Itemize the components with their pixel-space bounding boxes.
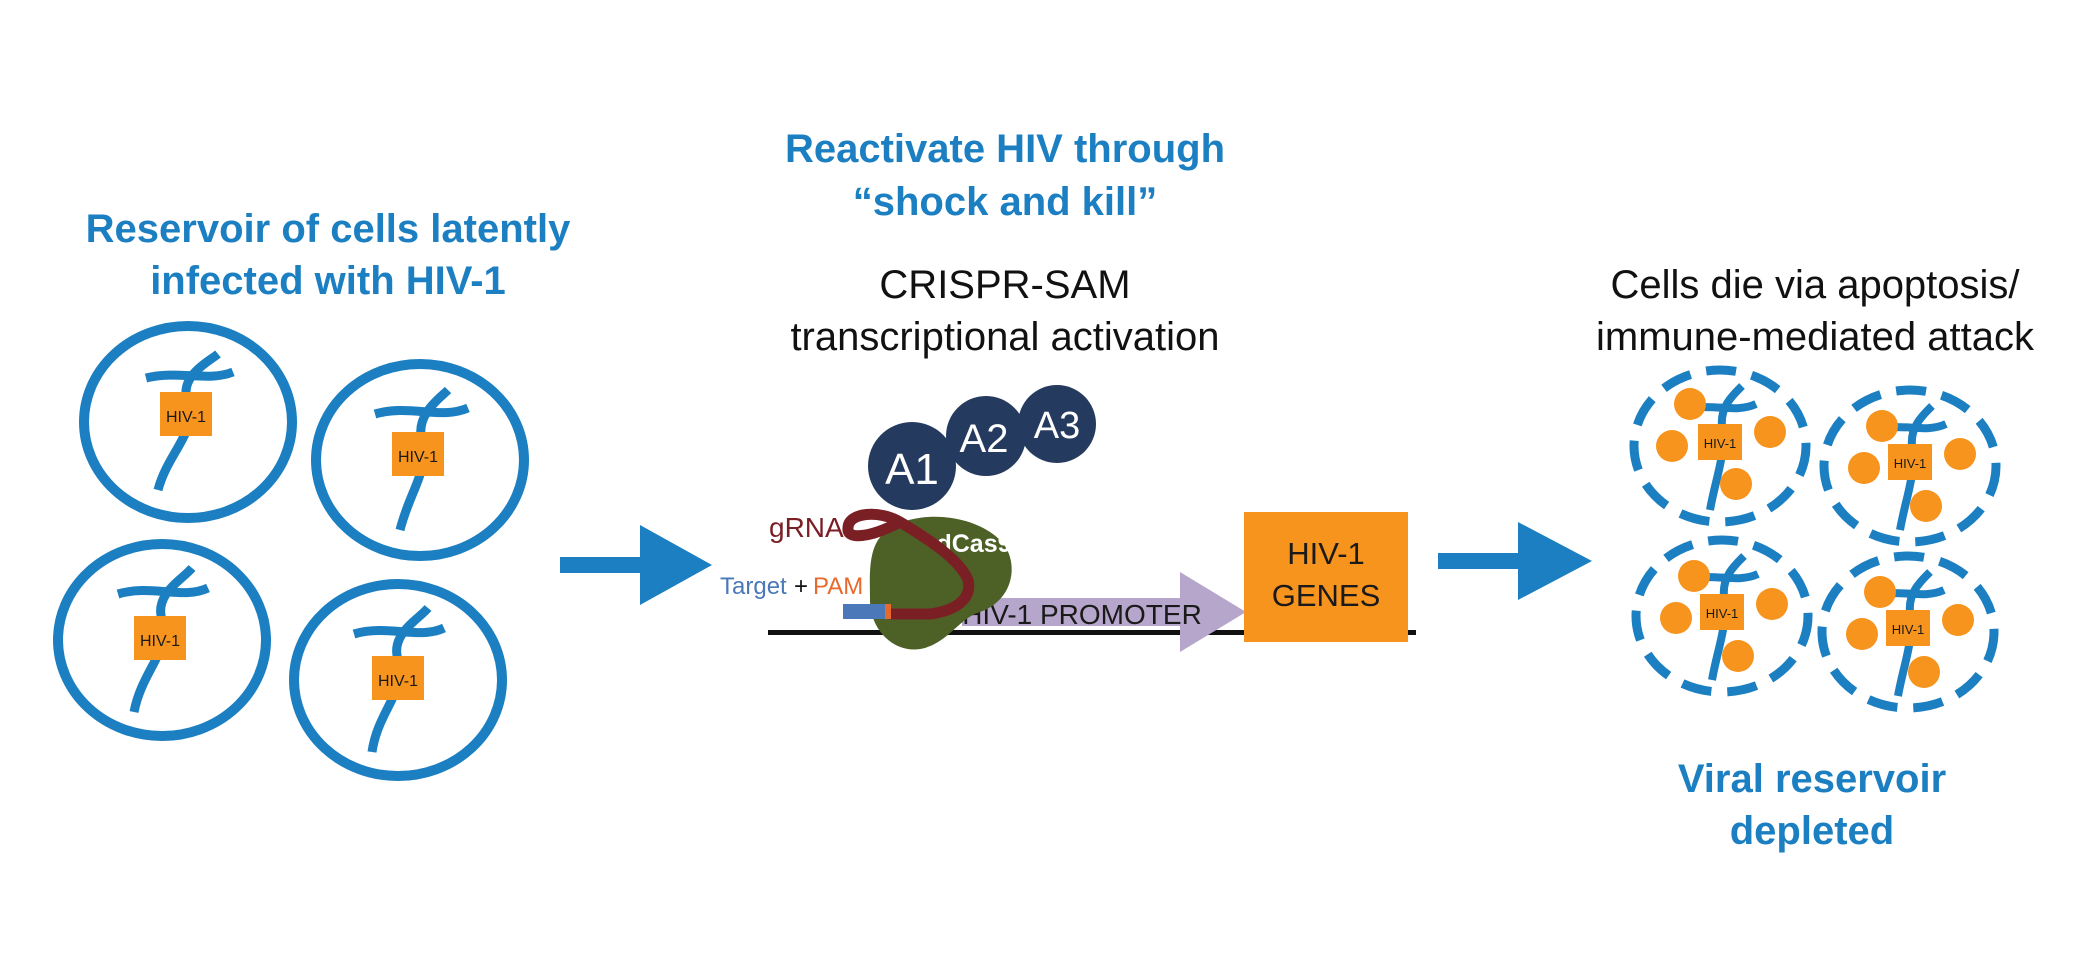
apoptotic-body bbox=[1846, 618, 1878, 650]
hiv-provirus-box bbox=[392, 432, 444, 476]
plus-label: + bbox=[794, 573, 808, 600]
dna-strand bbox=[116, 583, 210, 599]
hiv-label: HIV-1 bbox=[166, 409, 206, 426]
genes-label-line1: HIV-1 bbox=[1287, 536, 1365, 571]
activator-a1 bbox=[868, 422, 956, 510]
left-title-line1: Reservoir of cells latently bbox=[86, 207, 571, 251]
fragmented-membrane bbox=[1817, 551, 1999, 713]
middle-heading-line1: Reactivate HIV through bbox=[785, 127, 1225, 171]
grna-strand bbox=[842, 508, 975, 620]
apoptotic-body bbox=[1656, 430, 1688, 462]
arrow-middle-to-right bbox=[1438, 522, 1592, 600]
activator-a1-label: A1 bbox=[885, 445, 939, 494]
genes-label-line2: GENES bbox=[1272, 578, 1381, 613]
hiv-provirus-box bbox=[134, 616, 186, 660]
dying-cell: HIV-1 bbox=[1819, 385, 2001, 547]
middle-subheading-line1: CRISPR-SAM bbox=[879, 263, 1130, 307]
hiv-provirus-box bbox=[372, 656, 424, 700]
activator-a3-label: A3 bbox=[1034, 405, 1080, 447]
apoptotic-body bbox=[1944, 438, 1976, 470]
activator-a3 bbox=[1018, 385, 1096, 463]
hiv-provirus-box bbox=[1886, 610, 1930, 646]
middle-panel: Reactivate HIV through “shock and kill” … bbox=[720, 127, 1416, 652]
apoptotic-body bbox=[1864, 576, 1896, 608]
arrow-shaft bbox=[1438, 553, 1528, 569]
apoptotic-body bbox=[1754, 416, 1786, 448]
hiv-provirus-box bbox=[1888, 444, 1932, 480]
dna-strand bbox=[352, 623, 446, 639]
activator-a2 bbox=[946, 396, 1026, 476]
target-sequence bbox=[843, 604, 885, 619]
promoter-arrow bbox=[962, 572, 1246, 652]
arrow-head bbox=[640, 525, 712, 605]
hiv-label: HIV-1 bbox=[378, 673, 418, 690]
hiv-provirus-box bbox=[160, 392, 212, 436]
dying-cell: HIV-1 bbox=[1817, 551, 1999, 713]
apoptotic-body bbox=[1866, 410, 1898, 442]
hiv-label: HIV-1 bbox=[1892, 622, 1925, 637]
cell-membrane bbox=[53, 539, 271, 741]
dying-cell: HIV-1 bbox=[1629, 365, 1811, 527]
arrow-head bbox=[1518, 522, 1592, 600]
arrow-left-to-middle bbox=[560, 525, 712, 605]
pam-label: PAM bbox=[813, 573, 863, 600]
activator-a2-label: A2 bbox=[960, 417, 1009, 461]
cell-membrane bbox=[289, 579, 507, 781]
apoptotic-body bbox=[1942, 604, 1974, 636]
pam-sequence bbox=[885, 604, 891, 619]
apoptotic-body bbox=[1678, 560, 1710, 592]
right-title-line2: immune-mediated attack bbox=[1596, 315, 2035, 359]
right-panel: Cells die via apoptosis/ immune-mediated… bbox=[1596, 263, 2035, 853]
latent-cell: HIV-1 bbox=[79, 321, 297, 523]
right-title-line1: Cells die via apoptosis/ bbox=[1610, 263, 2020, 307]
fragmented-membrane bbox=[1819, 385, 2001, 547]
apoptotic-body bbox=[1756, 588, 1788, 620]
hiv-label: HIV-1 bbox=[1704, 436, 1737, 451]
cell-membrane bbox=[311, 359, 529, 561]
grna-label: gRNA bbox=[769, 512, 844, 543]
target-label: Target bbox=[720, 573, 787, 600]
middle-heading-line2: “shock and kill” bbox=[853, 180, 1158, 224]
grna-loop bbox=[842, 517, 903, 542]
left-title-line2: infected with HIV-1 bbox=[150, 259, 506, 303]
apoptotic-body bbox=[1910, 490, 1942, 522]
apoptotic-body bbox=[1674, 388, 1706, 420]
middle-subheading-line2: transcriptional activation bbox=[790, 315, 1219, 359]
dna-strand bbox=[144, 367, 235, 383]
hiv-label: HIV-1 bbox=[140, 633, 180, 650]
hiv-label: HIV-1 bbox=[1706, 606, 1739, 621]
hiv-label: HIV-1 bbox=[398, 449, 438, 466]
apoptotic-body bbox=[1660, 602, 1692, 634]
dna-baseline bbox=[768, 630, 1416, 635]
promoter-label: HIV-1 PROMOTER bbox=[962, 599, 1202, 630]
hiv-genes-box bbox=[1244, 512, 1408, 642]
latent-cell: HIV-1 bbox=[289, 579, 507, 781]
latent-cell: HIV-1 bbox=[53, 539, 271, 741]
dying-cell: HIV-1 bbox=[1631, 535, 1813, 697]
left-panel: Reservoir of cells latently infected wit… bbox=[53, 207, 571, 781]
dna-strand bbox=[373, 403, 470, 419]
fragmented-membrane bbox=[1629, 365, 1811, 527]
apoptotic-body bbox=[1722, 640, 1754, 672]
arrow-shaft bbox=[560, 557, 656, 573]
fragmented-membrane bbox=[1631, 535, 1813, 697]
apoptotic-body bbox=[1848, 452, 1880, 484]
cell-membrane bbox=[79, 321, 297, 523]
apoptotic-body bbox=[1908, 656, 1940, 688]
latent-cell: HIV-1 bbox=[311, 359, 529, 561]
hiv-provirus-box bbox=[1698, 424, 1742, 460]
hiv-provirus-box bbox=[1700, 594, 1744, 630]
right-footer-line2: depleted bbox=[1730, 809, 1894, 853]
hiv-label: HIV-1 bbox=[1894, 456, 1927, 471]
right-footer-line1: Viral reservoir bbox=[1678, 757, 1946, 801]
apoptotic-body bbox=[1720, 468, 1752, 500]
